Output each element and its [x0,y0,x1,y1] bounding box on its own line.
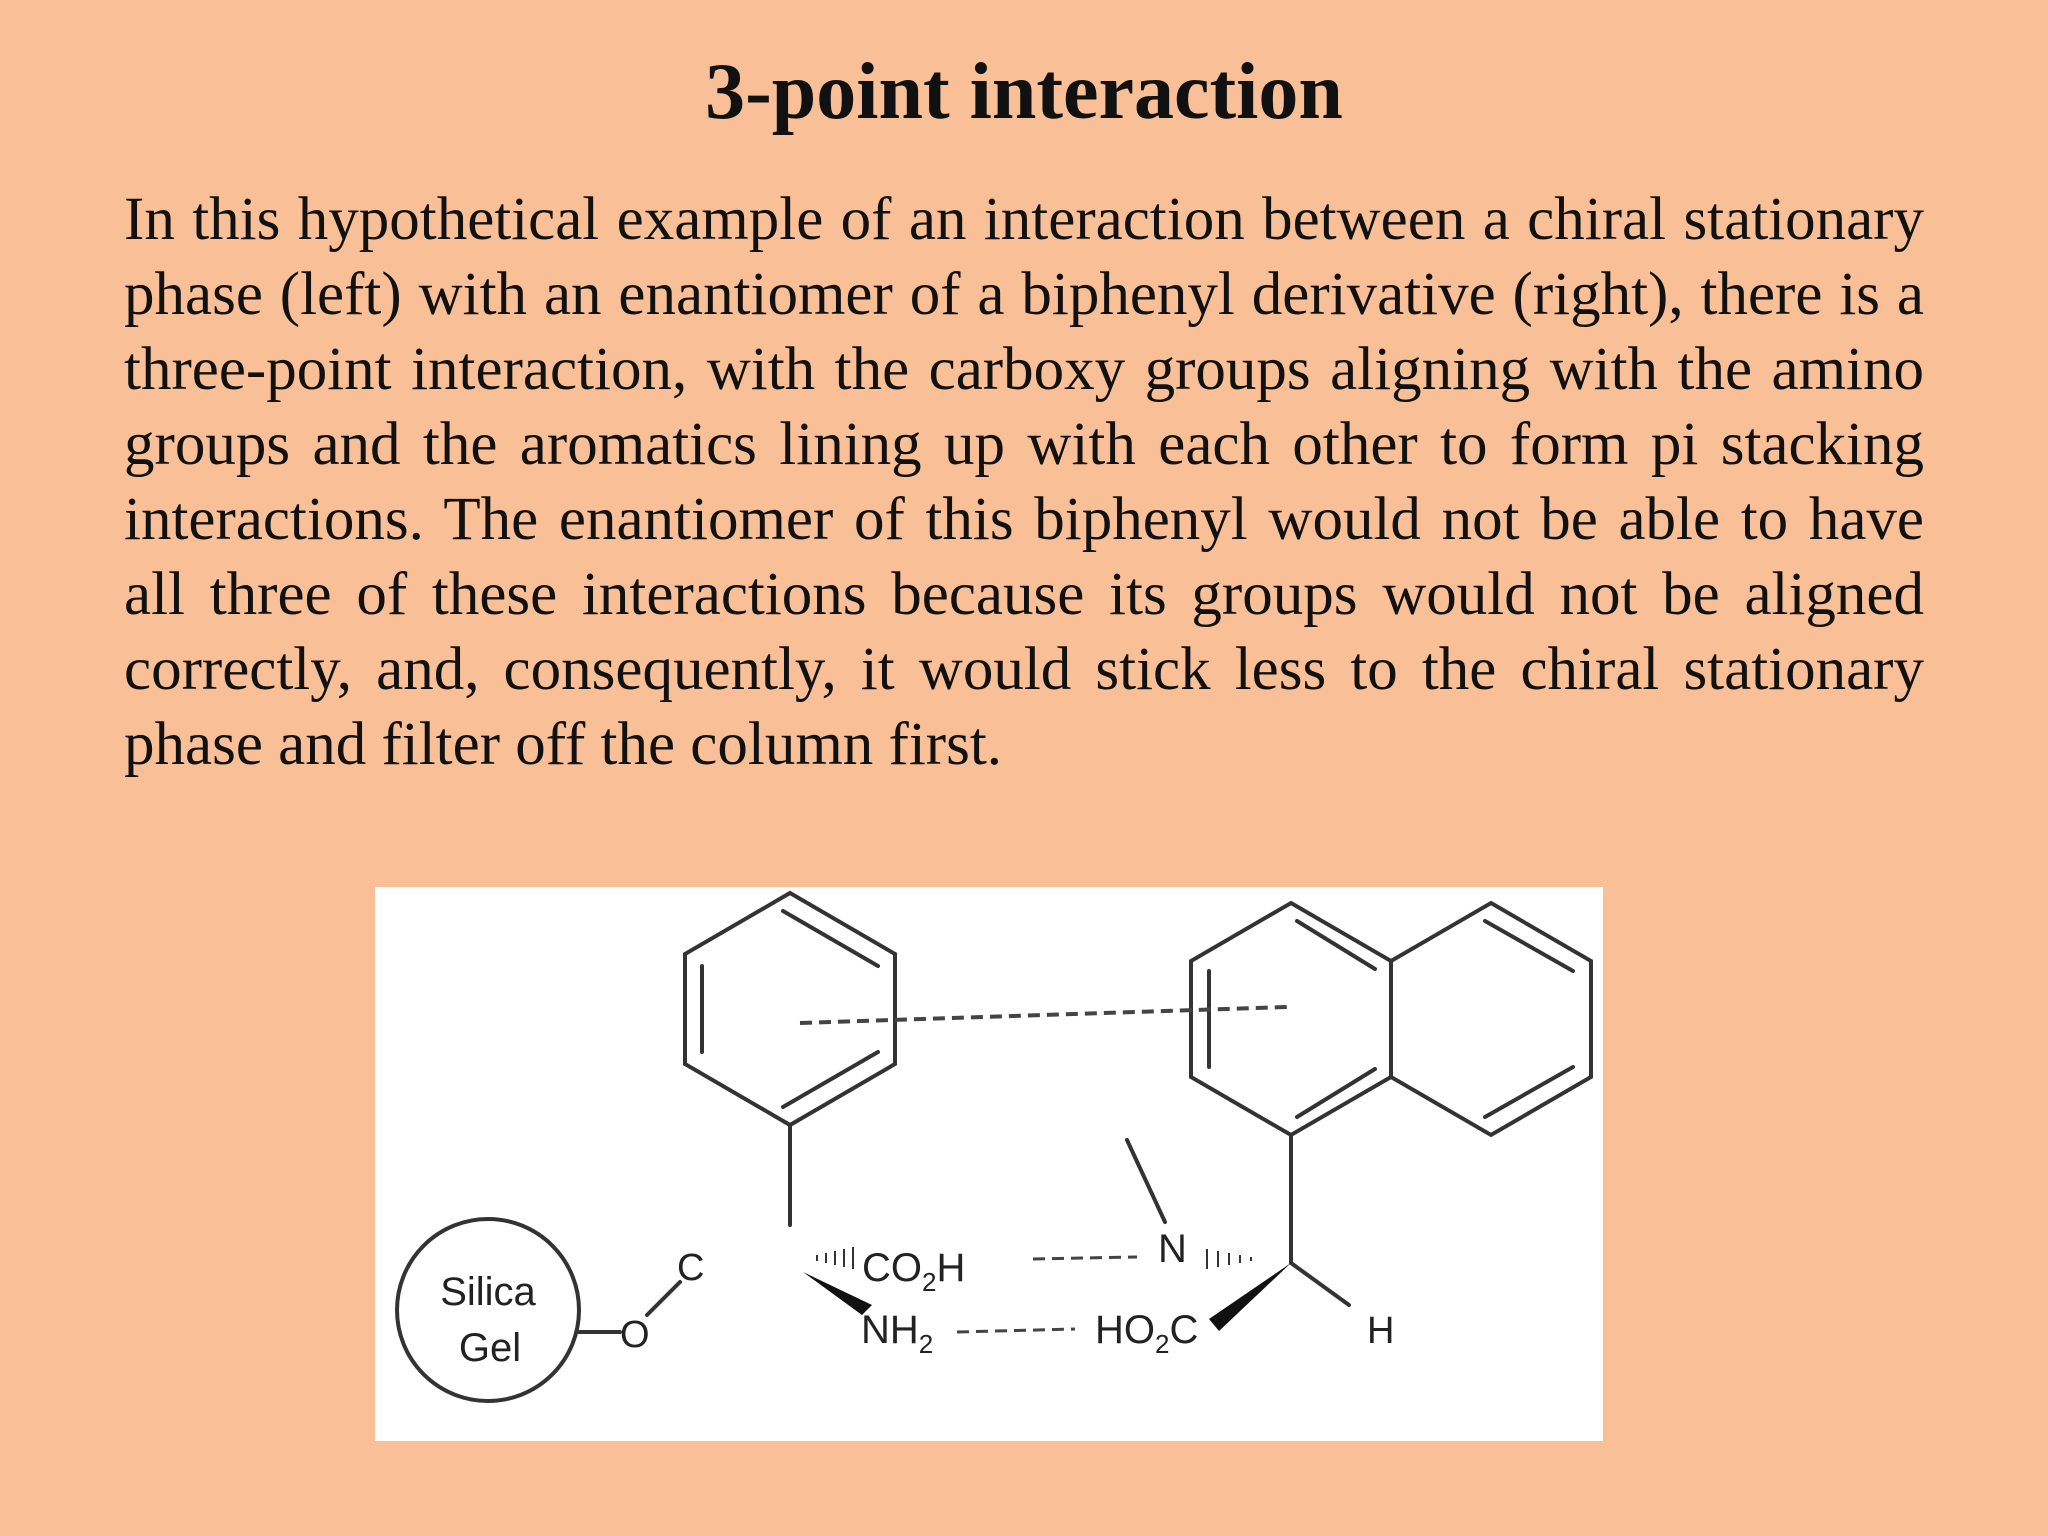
molecular-structure-diagram: Silica Gel O C CO2H NH2 N HO2C H [395,890,1593,1403]
acid-amine-hbond-dashed [1032,1255,1138,1261]
left-wedge-bond [803,1272,872,1315]
left-amino-label: NH2 [861,1308,933,1359]
gel-label-text: Gel [459,1326,521,1370]
silica-label: Silica [440,1270,536,1314]
naphthalene-right-double-2 [1483,1065,1575,1119]
oxygen-label: O [620,1314,650,1356]
nitrogen-methyl-bond [1125,1138,1167,1224]
naphthalene-right-double-1 [1483,919,1575,973]
right-carboxylic-acid-label: HO2C [1095,1308,1198,1359]
right-hydrogen-label: H [1367,1310,1394,1352]
naphthalene-left-double-3 [1295,1067,1377,1119]
left-hashed-bond [816,1247,854,1269]
amine-acid-hbond-dashed [956,1327,1076,1334]
right-nitrogen-label: N [1158,1227,1187,1271]
left-phenyl-double-bond-3 [781,1050,880,1109]
silica-gel-circle [395,1217,581,1403]
left-phenyl-ring [683,890,897,1128]
right-wedge-bond [1209,1263,1291,1331]
oxygen-carbon-bond [645,1280,682,1317]
right-hashed-bond [1206,1249,1252,1269]
naphthalene-left-double-1 [1295,919,1377,971]
pi-stacking-dashed-line [799,1005,1288,1025]
naphthalene-ring-right [1389,900,1593,1138]
chiral-carbon-label: C [677,1247,704,1289]
left-phenyl-double-bond-1 [781,909,880,968]
slide-title: 3-point interaction [705,48,1343,136]
left-carboxylic-acid-label: CO2H [862,1246,965,1297]
naphthalene-ring-left [1189,900,1393,1138]
slide-body-text: In this hypothetical example of an inter… [124,186,1924,778]
chiral-interaction-figure: Silica Gel O C CO2H NH2 N HO2C H [375,887,1603,1441]
carbon-hydrogen-bond [1289,1261,1351,1307]
